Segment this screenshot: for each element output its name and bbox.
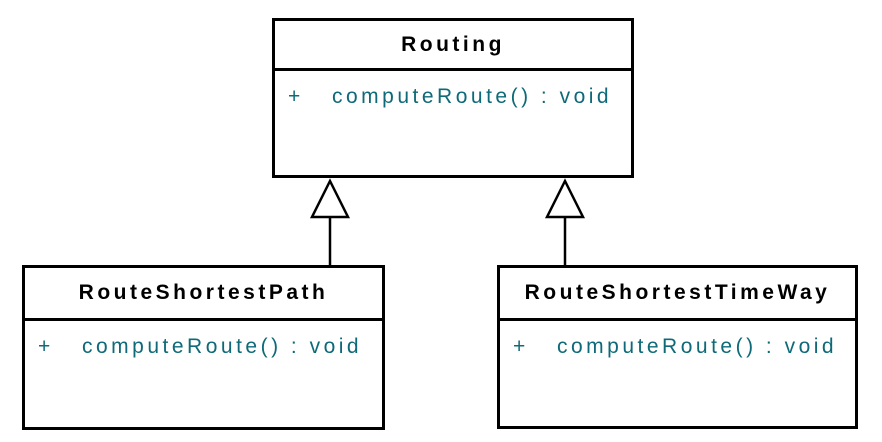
class-members-compartment: + computeRoute() : void <box>275 71 631 109</box>
class-name: RouteShortestTimeWay <box>500 268 855 321</box>
method-signature: computeRoute() : void <box>557 335 838 358</box>
generalization-right <box>544 178 586 266</box>
method-row: + computeRoute() : void <box>288 85 631 109</box>
class-box-route-shortest-path: RouteShortestPath + computeRoute() : void <box>22 265 385 430</box>
visibility-symbol: + <box>38 335 54 358</box>
class-name: RouteShortestPath <box>25 268 382 321</box>
inheritance-triangle-icon <box>544 178 586 219</box>
class-members-compartment: + computeRoute() : void <box>25 321 382 359</box>
class-members-compartment: + computeRoute() : void <box>500 321 855 359</box>
class-box-route-shortest-time-way: RouteShortestTimeWay + computeRoute() : v… <box>497 265 858 429</box>
visibility-symbol: + <box>288 85 304 108</box>
generalization-left <box>309 178 351 266</box>
method-row: + computeRoute() : void <box>38 335 382 359</box>
method-row: + computeRoute() : void <box>513 335 855 359</box>
class-box-routing: Routing + computeRoute() : void <box>272 18 634 178</box>
method-signature: computeRoute() : void <box>332 85 613 108</box>
method-signature: computeRoute() : void <box>82 335 363 358</box>
inheritance-triangle-icon <box>309 178 351 219</box>
visibility-symbol: + <box>513 335 529 358</box>
class-name: Routing <box>275 21 631 71</box>
